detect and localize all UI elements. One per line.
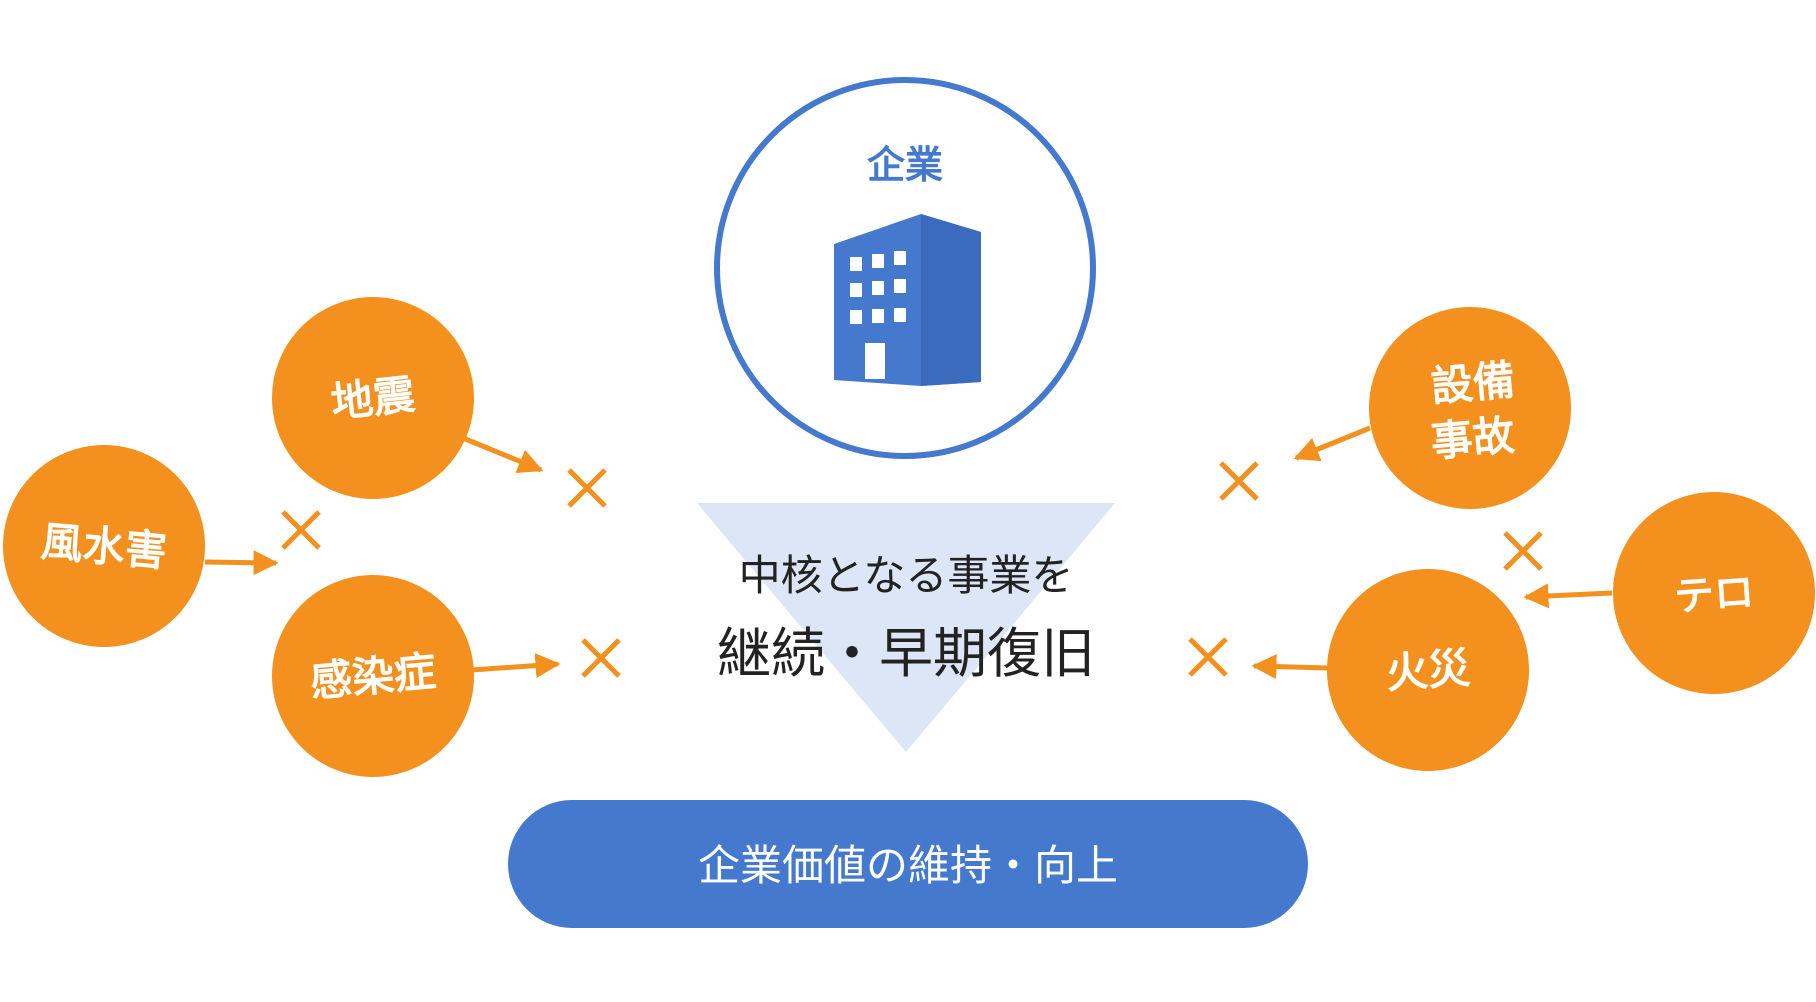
cross-mark-earthquake bbox=[567, 468, 607, 508]
risk-equipment-label-1: 設備 bbox=[1429, 355, 1517, 411]
company-circle: 企業 bbox=[714, 77, 1096, 459]
risk-fire-label: 火災 bbox=[1384, 643, 1471, 698]
cross-mark-equipment bbox=[1219, 461, 1259, 501]
result-label: 企業価値の維持・向上 bbox=[698, 841, 1118, 890]
risk-equipment-accident: 設備 事故 bbox=[1369, 307, 1571, 509]
arrow-earthquake bbox=[462, 435, 544, 474]
cross-mark-infection bbox=[581, 638, 621, 678]
risk-infection: 感染症 bbox=[272, 575, 474, 777]
risk-equipment-label-2: 事故 bbox=[1429, 410, 1517, 466]
building-icon bbox=[834, 214, 981, 386]
risk-terror: テロ bbox=[1613, 492, 1815, 694]
cross-mark-storm-flood bbox=[281, 510, 321, 550]
center-line1: 中核となる事業を bbox=[739, 551, 1074, 600]
risk-storm-flood-label: 風水害 bbox=[39, 517, 169, 577]
risk-fire: 火災 bbox=[1327, 569, 1529, 771]
risk-storm-flood: 風水害 bbox=[3, 445, 205, 647]
arrow-fire bbox=[1251, 654, 1329, 680]
cross-mark-fire bbox=[1188, 637, 1228, 677]
arrow-terror bbox=[1523, 583, 1613, 609]
flow-triangle bbox=[697, 503, 1115, 752]
arrow-storm-flood bbox=[204, 550, 279, 576]
risk-earthquake-label: 地震 bbox=[329, 370, 419, 428]
arrow-equipment bbox=[1293, 425, 1371, 462]
center-line2: 継続・早期復旧 bbox=[717, 622, 1095, 685]
company-label: 企業 bbox=[867, 143, 943, 187]
risk-earthquake: 地震 bbox=[272, 297, 474, 499]
result-pill: 企業価値の維持・向上 bbox=[508, 800, 1308, 928]
cross-mark-terror bbox=[1503, 531, 1543, 571]
risk-terror-label: テロ bbox=[1673, 569, 1756, 620]
risk-infection-label: 感染症 bbox=[308, 647, 438, 707]
arrow-infection bbox=[471, 653, 561, 679]
